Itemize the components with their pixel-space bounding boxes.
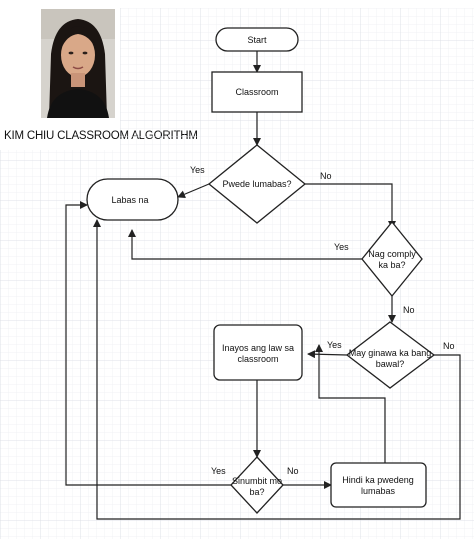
edge-label-no-sinumbit: No <box>287 466 299 476</box>
sinumbit-decision <box>230 456 284 514</box>
may-ginawa-label-2: bawal? <box>376 359 405 369</box>
hindi-label-2: lumabas <box>361 486 396 496</box>
hindi-process <box>330 462 427 508</box>
edge-label-yes-comply: Yes <box>334 242 349 252</box>
edge-label-yes-sinumbit: Yes <box>211 466 226 476</box>
classroom-process <box>211 71 303 113</box>
sinumbit-label-2: ba? <box>249 487 264 497</box>
edge-label-yes-ginawa: Yes <box>327 340 342 350</box>
may-ginawa-decision <box>345 321 436 389</box>
pwede-lumabas-decision <box>207 144 307 224</box>
edge-pwede-no <box>305 183 396 229</box>
sinumbit-label-1: Sinumbit mo <box>232 476 282 486</box>
portrait-photo <box>41 9 115 118</box>
grid-background <box>120 8 474 539</box>
inayos-process <box>213 324 303 381</box>
edge-pwede-yes <box>177 183 210 198</box>
diagram-caption: KIM CHIU CLASSROOM ALGORITHM <box>4 130 198 142</box>
start-label: Start <box>247 35 267 45</box>
classroom-label: Classroom <box>235 87 278 97</box>
nag-comply-label-2: ka ba? <box>378 260 405 270</box>
edge-label-no-pwede: No <box>320 171 332 181</box>
edge-label-yes-pwede: Yes <box>190 165 205 175</box>
edge-hindi-loop <box>315 344 386 463</box>
start-terminal <box>215 27 299 52</box>
edge-label-no-comply: No <box>403 305 415 315</box>
labas-na-terminal <box>86 178 179 221</box>
edge-ginawa-yes <box>307 350 348 359</box>
edge-ginawa-no <box>93 219 461 520</box>
nag-comply-label-1: Nag comply <box>368 249 416 259</box>
edge-sinumbit-yes <box>65 201 231 486</box>
nag-comply-decision <box>361 220 423 298</box>
pwede-lumabas-label: Pwede lumabas? <box>222 179 291 189</box>
hindi-label-1: Hindi ka pwedeng <box>342 475 414 485</box>
labas-na-label: Labas na <box>111 195 148 205</box>
inayos-label-2: classroom <box>237 354 278 364</box>
may-ginawa-label-1: May ginawa ka bang <box>349 348 432 358</box>
grid-background-left <box>0 150 120 539</box>
edge-label-no-ginawa: No <box>443 341 455 351</box>
edge-comply-yes <box>128 229 362 260</box>
inayos-label-1: Inayos ang law sa <box>222 343 294 353</box>
